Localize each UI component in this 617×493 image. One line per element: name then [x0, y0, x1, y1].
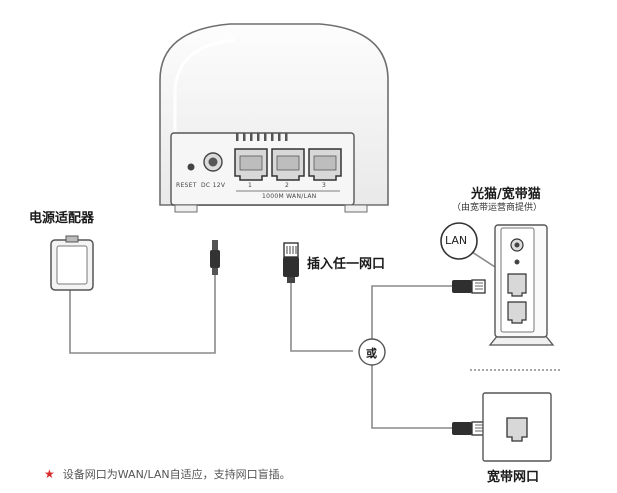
reset-hole — [187, 163, 195, 171]
power-adapter-icon — [50, 235, 94, 291]
cables — [69, 251, 513, 429]
modem-subtitle: （由宽带运营商提供） — [452, 203, 543, 213]
ethernet-plug-modem — [452, 279, 486, 294]
footnote-text: 设备网口为WAN/LAN自适应，支持网口盲插。 — [62, 468, 291, 481]
optical-modem-icon — [488, 224, 555, 346]
or-label: 或 — [366, 347, 377, 360]
or-junction — [358, 338, 386, 366]
plug-any-port-label: 插入任一网口 — [307, 257, 386, 272]
footnote: ★ 设备网口为WAN/LAN自适应，支持网口盲插。 — [44, 466, 291, 482]
dc-plug-icon — [210, 240, 220, 275]
port-number-2: 2 — [285, 182, 290, 189]
ethernet-cable-to-modem — [371, 285, 452, 342]
lan-label: LAN — [445, 234, 468, 247]
dc-in-label: DC 12V — [201, 182, 226, 189]
port-number-3: 3 — [322, 182, 327, 189]
ethernet-plug-icon — [283, 242, 299, 283]
modem-title: 光猫/宽带猫 — [471, 187, 541, 202]
reset-label: RESET — [176, 182, 197, 189]
power-adapter-label: 电源适配器 — [29, 211, 95, 226]
router-ethernet-port-3 — [308, 148, 342, 181]
wall-socket-icon — [482, 392, 552, 462]
power-cable — [69, 275, 216, 354]
dc-jack — [203, 152, 223, 172]
modem-lan-port — [507, 273, 527, 297]
wall-port-label: 宽带网口 — [487, 470, 540, 485]
ports-caption: 1000M WAN/LAN — [262, 193, 317, 200]
ethernet-plug-wall — [452, 421, 486, 436]
port-number-1: 1 — [248, 182, 253, 189]
ethernet-cable-to-wall — [371, 362, 452, 429]
router-ethernet-port-1 — [234, 148, 268, 181]
star-icon: ★ — [44, 467, 55, 481]
ethernet-cable-router — [290, 282, 353, 352]
router-ethernet-port-2 — [271, 148, 305, 181]
router-icon — [159, 23, 389, 213]
lan-bubble — [440, 222, 478, 260]
